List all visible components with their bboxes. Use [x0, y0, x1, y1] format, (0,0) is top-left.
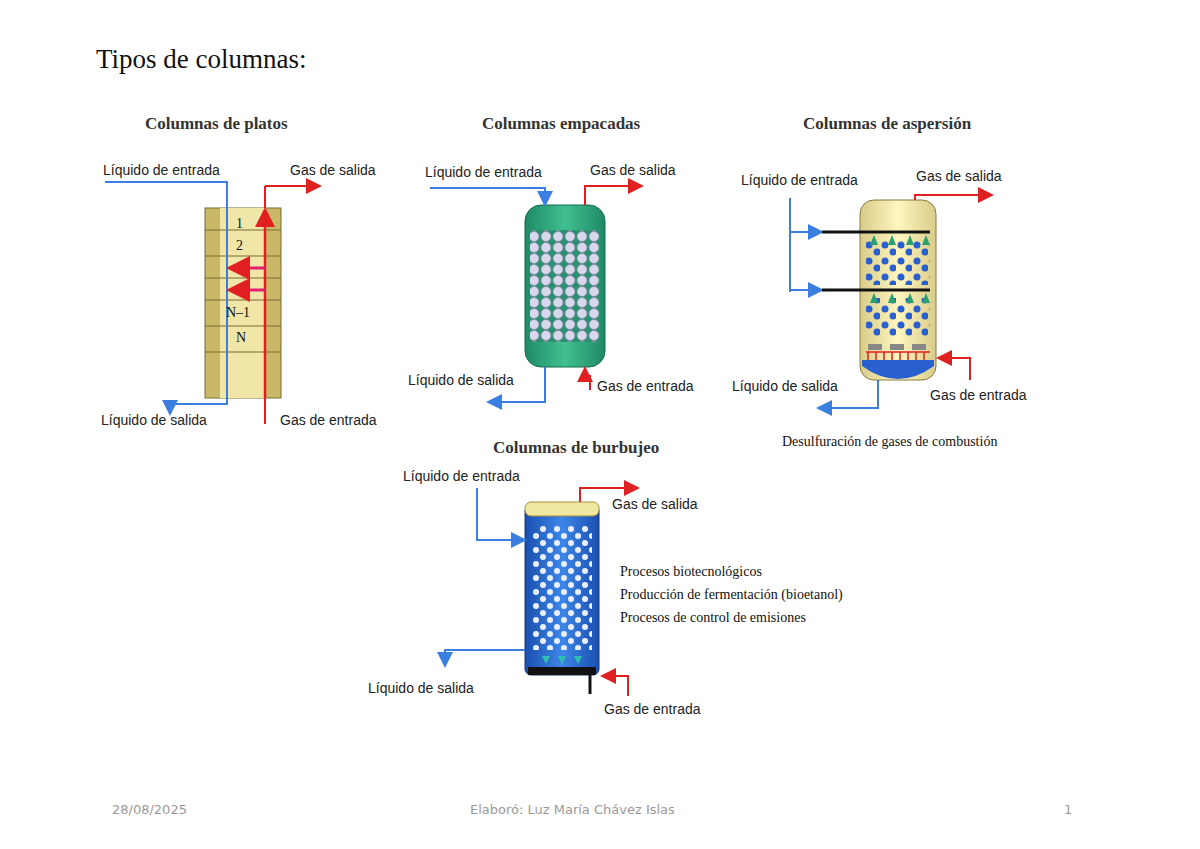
stream-label: Gas de entrada [604, 701, 701, 717]
stream-label: Líquido de salida [732, 378, 838, 394]
slide-title: Tipos de columnas: [96, 44, 307, 75]
stream-label: Gas de salida [916, 168, 1002, 184]
column-heading-node: Columnas de burbujeo [493, 438, 659, 458]
plate-number: N [236, 330, 246, 346]
column-heading: Columnas de burbujeo [493, 438, 659, 458]
stream-label: Gas de salida [612, 496, 698, 512]
footer-text: Elaboró: Luz María Chávez Islas [470, 802, 675, 817]
application-note: Desulfuración de gases de combustión [782, 434, 997, 450]
footer-text: 28/08/2025 [112, 802, 187, 817]
column-heading-node: Columnas empacadas [482, 114, 640, 134]
column-heading-node: Columnas de aspersión [803, 114, 971, 134]
stream-label: Líquido de entrada [425, 164, 542, 180]
stream-label: Gas de salida [290, 162, 376, 178]
stream-label: Gas de entrada [597, 378, 694, 394]
stream-label: Líquido de entrada [741, 172, 858, 188]
stream-label: Líquido de salida [101, 412, 207, 428]
column-heading: Columnas empacadas [482, 114, 640, 134]
stream-label: Líquido de salida [368, 680, 474, 696]
column-heading: Columnas de platos [145, 114, 288, 134]
plate-number: 2 [236, 238, 243, 254]
application-note: Producción de fermentación (bioetanol) [620, 587, 843, 603]
stream-label: Líquido de entrada [403, 468, 520, 484]
footer-text: 1 [1064, 802, 1072, 817]
column-heading: Columnas de aspersión [803, 114, 971, 134]
stream-label: Gas de entrada [280, 412, 377, 428]
column-heading-node: Columnas de platos [145, 114, 288, 134]
stream-label: Gas de entrada [930, 387, 1027, 403]
stream-label: Líquido de entrada [103, 162, 220, 178]
stream-label: Gas de salida [590, 162, 676, 178]
plate-number: 1 [236, 216, 243, 232]
plate-number: N–1 [226, 305, 250, 321]
application-note: Procesos biotecnológicos [620, 564, 762, 580]
stream-label: Líquido de salida [408, 372, 514, 388]
application-note: Procesos de control de emisiones [620, 610, 806, 626]
